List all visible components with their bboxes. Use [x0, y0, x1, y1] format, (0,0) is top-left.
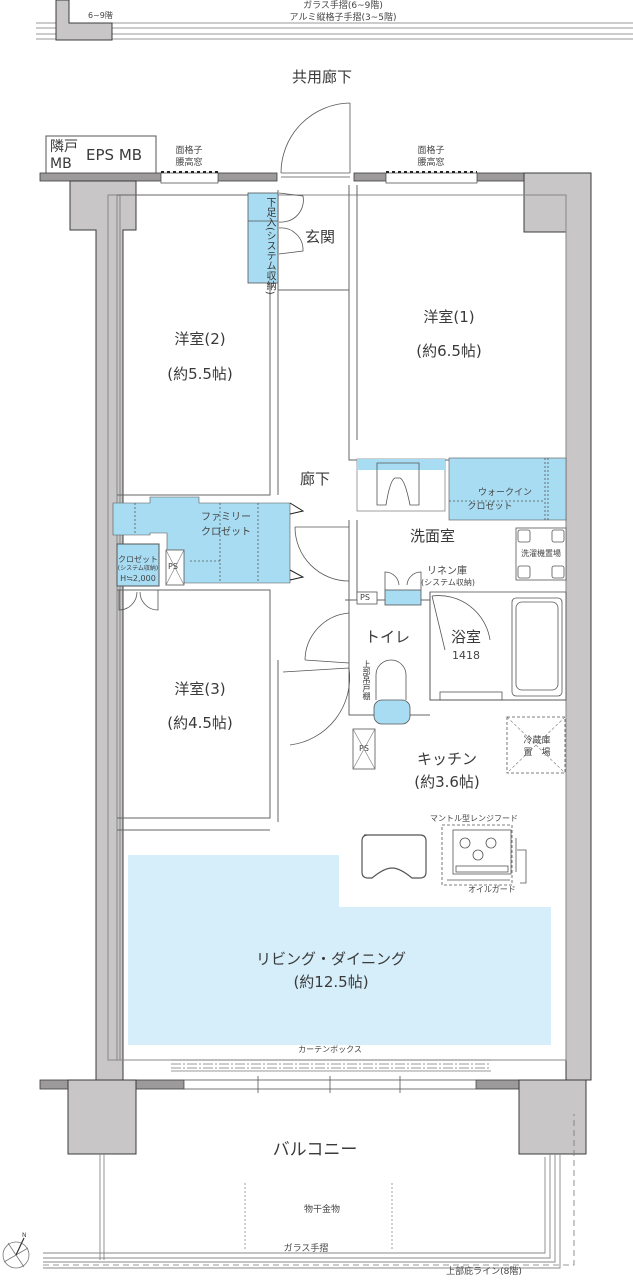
ps-lower-label: PS — [359, 744, 369, 753]
eaves-line — [43, 1114, 575, 1266]
bottom-right-column — [518, 1079, 587, 1155]
curtain-box — [171, 1059, 491, 1072]
closet-label-2: (システム収納) — [117, 565, 159, 572]
room-walls — [117, 185, 566, 831]
closet-system — [116, 543, 160, 587]
neighbor-label: 隣戸 — [50, 139, 78, 155]
bath-size: 1418 — [452, 649, 480, 662]
hall-doors — [282, 526, 351, 746]
living-size: (約12.5帖) — [293, 973, 369, 991]
eps-mb-label: EPS MB — [86, 146, 143, 164]
kitchen-name: キッチン — [416, 750, 478, 768]
clothes-hanger-label: 物干金物 — [303, 1205, 341, 1215]
window-left-label-2: 腰高窓 — [175, 158, 203, 168]
shoe-storage-label: 下足入(システム収納) — [264, 197, 275, 295]
fridge-label-1: 冷蔵庫 — [523, 736, 551, 746]
linen-label-2: (システム収納) — [421, 578, 476, 587]
balcony-railing — [43, 1153, 561, 1269]
fridge-space — [506, 716, 566, 774]
family-closet — [112, 496, 291, 584]
fridge-label-2: 置 場 — [523, 748, 551, 758]
shoe-storage — [247, 192, 279, 284]
oil-guard-label: オイルガード — [468, 885, 516, 894]
western1-size: (約6.5帖) — [416, 342, 482, 360]
toilet-label: トイレ — [365, 628, 411, 646]
family-closet-label-2: クロゼット — [201, 527, 251, 538]
kitchen-sink — [361, 834, 427, 879]
linen-storage — [384, 589, 422, 606]
linen-label-1: リネン庫 — [427, 566, 467, 577]
eaves-line-label: 上部庇ライン(8階) — [446, 1267, 522, 1277]
family-closet-label-1: ファミリー — [201, 512, 251, 523]
aluminum-railing-label: アルミ縦格子手摺(3~5階) — [289, 13, 397, 23]
ps-mid — [356, 591, 378, 605]
western3-size: (約4.5帖) — [167, 714, 233, 732]
window-right-label-2: 腰高窓 — [417, 158, 445, 168]
walkin-closet-label-2: クロゼット — [467, 502, 513, 512]
bottom-left-column — [67, 1079, 137, 1155]
bottom-window — [183, 1076, 477, 1093]
washroom-label: 洗面室 — [410, 527, 456, 545]
entry-door — [280, 102, 351, 178]
top-railing — [36, 22, 633, 40]
walkin-closet-label-1: ウォークイン — [477, 488, 533, 498]
toilet — [373, 659, 411, 725]
left-column — [69, 180, 137, 1081]
glass-railing-label: ガラス手摺(6~9階) — [303, 1, 383, 11]
window-left-label-1: 面格子 — [175, 146, 203, 156]
top-left-column — [55, 0, 113, 41]
window-right-label-1: 面格子 — [417, 146, 445, 156]
kitchen-size: (約3.6帖) — [414, 773, 480, 791]
toilet-cabinet-label: 上部吊戸棚 — [362, 660, 371, 700]
glass-railing-bottom-label: ガラス手摺 — [283, 1244, 329, 1254]
neighbor-mb-label: MB — [50, 156, 72, 172]
living-area — [128, 855, 551, 1045]
curtain-box-label: カーテンボックス — [298, 1045, 362, 1054]
hallway-label: 廊下 — [300, 470, 331, 488]
stove — [441, 824, 527, 886]
bathroom — [429, 591, 567, 701]
ps-mid-label: PS — [360, 593, 370, 602]
compass-icon — [2, 1237, 30, 1269]
entrance-label: 玄関 — [305, 228, 336, 246]
balcony-label: バルコニー — [272, 1140, 358, 1160]
closet-label-1: クロゼット — [118, 555, 158, 564]
range-hood-label: マントル型レンジフード — [430, 814, 518, 823]
ps-left-label: PS — [168, 562, 178, 571]
western3-name: 洋室(3) — [174, 680, 226, 698]
western2-name: 洋室(2) — [174, 330, 226, 348]
western1-name: 洋室(1) — [423, 308, 475, 326]
western2-size: (約5.5帖) — [167, 365, 233, 383]
washer-space-label: 洗濯機置場 — [521, 549, 561, 558]
common-corridor-label: 共用廊下 — [291, 68, 353, 86]
closet-label-3: H≒2,000 — [120, 574, 156, 583]
floor-mark-label: 6~9階 — [88, 11, 113, 20]
living-name: リビング・ダイニング — [255, 950, 407, 968]
walkin-closet — [448, 457, 567, 521]
top-windows — [160, 172, 478, 184]
compass-north-label: N — [22, 1232, 27, 1239]
bath-name: 浴室 — [450, 628, 482, 646]
